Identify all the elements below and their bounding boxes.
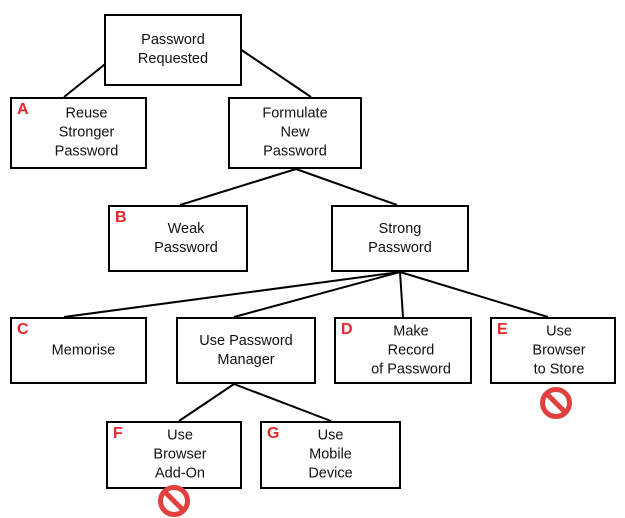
- node-letter: A: [17, 101, 29, 118]
- node-weak-password: B Weak Password: [108, 205, 248, 272]
- node-letter: C: [17, 321, 29, 338]
- node-letter: B: [115, 209, 127, 226]
- node-use-password-manager: Use Password Manager: [176, 317, 316, 384]
- node-formulate-new-password: Formulate New Password: [228, 97, 362, 169]
- node-label: Make Record of Password: [371, 323, 451, 377]
- node-label: Weak Password: [154, 220, 218, 256]
- prohibited-icon: [158, 485, 190, 517]
- edge-formulate-strong: [295, 168, 398, 206]
- node-strong-password: Strong Password: [331, 205, 469, 272]
- edge-manager-mobile: [233, 383, 332, 422]
- node-label: Strong Password: [368, 220, 432, 256]
- node-reuse-stronger-password: A Reuse Stronger Password: [10, 97, 147, 169]
- node-label: Reuse Stronger Password: [54, 105, 119, 160]
- node-label: Use Browser Add-On: [153, 427, 207, 482]
- edge-strong-memorise: [63, 271, 401, 318]
- prohibited-icon: [540, 387, 572, 419]
- node-label: Use Mobile Device: [308, 427, 353, 482]
- node-make-record-of-password: D Make Record of Password: [334, 317, 472, 384]
- node-memorise: C Memorise: [10, 317, 147, 384]
- node-letter: F: [113, 425, 123, 442]
- edge-formulate-weak: [179, 168, 297, 206]
- node-use-browser-to-store: E Use Browser to Store: [490, 317, 616, 384]
- node-use-mobile-device: G Use Mobile Device: [260, 421, 401, 489]
- node-label: Password Requested: [137, 32, 209, 67]
- edge-strong-manager: [233, 271, 401, 318]
- node-label: Formulate New Password: [262, 105, 328, 160]
- node-label: Memorise: [51, 342, 116, 358]
- edge-root-formulate: [239, 48, 312, 98]
- edge-strong-record: [399, 271, 404, 318]
- edge-manager-addon: [178, 383, 235, 422]
- node-use-browser-add-on: F Use Browser Add-On: [106, 421, 242, 489]
- node-label: Use Browser to Store: [532, 323, 586, 377]
- node-letter: E: [497, 321, 508, 338]
- node-label: Use Password Manager: [199, 332, 293, 368]
- edge-strong-browser-store: [399, 271, 549, 318]
- node-letter: D: [341, 321, 353, 338]
- node-password-requested: Password Requested: [104, 14, 242, 86]
- node-letter: G: [267, 425, 280, 442]
